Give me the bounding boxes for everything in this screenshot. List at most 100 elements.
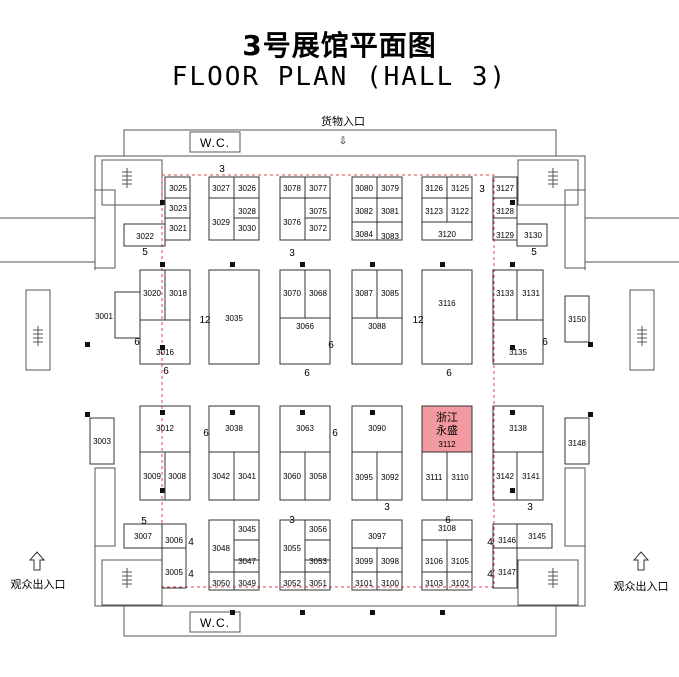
booth-3138[interactable]: 3138 (509, 424, 527, 433)
booth-3022[interactable]: 3022 (136, 232, 154, 241)
booth-3098[interactable]: 3098 (381, 557, 399, 566)
booth-3053[interactable]: 3053 (309, 557, 327, 566)
booth-3072[interactable]: 3072 (309, 224, 327, 233)
booth-3045[interactable]: 3045 (238, 525, 256, 534)
aisle-label: 6 (542, 337, 548, 348)
booth-3084[interactable]: 3084 (355, 230, 373, 239)
booth-3080[interactable]: 3080 (355, 184, 373, 193)
booth-3023[interactable]: 3023 (169, 204, 187, 213)
booth-3027[interactable]: 3027 (212, 184, 230, 193)
booth-3148[interactable]: 3148 (568, 439, 586, 448)
booth-3041[interactable]: 3041 (238, 472, 256, 481)
booth-3087[interactable]: 3087 (355, 289, 373, 298)
booth-3049[interactable]: 3049 (238, 579, 256, 588)
booth-3081[interactable]: 3081 (381, 207, 399, 216)
booth-3016[interactable]: 3016 (156, 348, 174, 357)
booth-3130[interactable]: 3130 (524, 231, 542, 240)
aisle-label: 4 (188, 537, 194, 548)
booth-3042[interactable]: 3042 (212, 472, 230, 481)
booth-3145[interactable]: 3145 (528, 532, 546, 541)
booth-3082[interactable]: 3082 (355, 207, 373, 216)
booth-3052[interactable]: 3052 (283, 579, 301, 588)
booth-3051[interactable]: 3051 (309, 579, 327, 588)
booth-3030[interactable]: 3030 (238, 224, 256, 233)
booth-3095[interactable]: 3095 (355, 473, 373, 482)
booth-3025[interactable]: 3025 (169, 184, 187, 193)
booth-3050[interactable]: 3050 (212, 579, 230, 588)
booth-3142[interactable]: 3142 (496, 472, 514, 481)
booth-3058[interactable]: 3058 (309, 472, 327, 481)
booth-3029[interactable]: 3029 (212, 218, 230, 227)
wc-bottom-label: W.C. (200, 616, 230, 630)
booth-3026[interactable]: 3026 (238, 184, 256, 193)
booth-3035[interactable]: 3035 (225, 314, 243, 323)
booth-3102[interactable]: 3102 (451, 579, 469, 588)
booth-3127[interactable]: 3127 (496, 184, 514, 193)
booth-3125[interactable]: 3125 (451, 184, 469, 193)
booth-3005[interactable]: 3005 (165, 568, 183, 577)
booth-3090[interactable]: 3090 (368, 424, 386, 433)
booth-3028[interactable]: 3028 (238, 207, 256, 216)
page-title-cn: 3号展馆平面图 (242, 29, 437, 62)
booth-3135[interactable]: 3135 (509, 348, 527, 357)
booth-3108[interactable]: 3108 (438, 524, 456, 533)
booth-3055[interactable]: 3055 (283, 544, 301, 553)
booth-3078[interactable]: 3078 (283, 184, 301, 193)
booth-3077[interactable]: 3077 (309, 184, 327, 193)
booth-3147[interactable]: 3147 (498, 568, 516, 577)
booth-3103[interactable]: 3103 (425, 579, 443, 588)
booth-3063[interactable]: 3063 (296, 424, 314, 433)
booth-3123[interactable]: 3123 (425, 207, 443, 216)
booth-3150[interactable]: 3150 (568, 315, 586, 324)
booth-3129[interactable]: 3129 (496, 231, 514, 240)
booth-3131[interactable]: 3131 (522, 289, 540, 298)
aisle-label: 3 (289, 515, 295, 526)
booth-3056[interactable]: 3056 (309, 525, 327, 534)
booth-3122[interactable]: 3122 (451, 207, 469, 216)
booth-3075[interactable]: 3075 (309, 207, 327, 216)
booth-3068[interactable]: 3068 (309, 289, 327, 298)
booth-3018[interactable]: 3018 (169, 289, 187, 298)
building-walls (0, 129, 679, 637)
booth-3021[interactable]: 3021 (169, 224, 187, 233)
booth-3100[interactable]: 3100 (381, 579, 399, 588)
booth-3038[interactable]: 3038 (225, 424, 243, 433)
booth-3106[interactable]: 3106 (425, 557, 443, 566)
booth-3088[interactable]: 3088 (368, 322, 386, 331)
booth-3012[interactable]: 3012 (156, 424, 174, 433)
booth-3146[interactable]: 3146 (498, 536, 516, 545)
booth-3133[interactable]: 3133 (496, 289, 514, 298)
highlight-booth-number: 3112 (438, 440, 456, 449)
booth-3070[interactable]: 3070 (283, 289, 301, 298)
booth-3105[interactable]: 3105 (451, 557, 469, 566)
booth-3003[interactable]: 3003 (93, 437, 111, 446)
booth-outlines (89, 176, 590, 591)
aisle-label: 4 (487, 537, 493, 548)
booth-3085[interactable]: 3085 (381, 289, 399, 298)
booth-3141[interactable]: 3141 (522, 472, 540, 481)
booth-3083[interactable]: 3083 (381, 232, 399, 241)
booth-3128[interactable]: 3128 (496, 207, 514, 216)
booth-3007[interactable]: 3007 (134, 532, 152, 541)
booth-3101[interactable]: 3101 (355, 579, 373, 588)
booth-3006[interactable]: 3006 (165, 536, 183, 545)
booth-3110[interactable]: 3110 (451, 473, 469, 482)
booth-3099[interactable]: 3099 (355, 557, 373, 566)
booth-3076[interactable]: 3076 (283, 218, 301, 227)
booth-3048[interactable]: 3048 (212, 544, 230, 553)
booth-3060[interactable]: 3060 (283, 472, 301, 481)
booth-3120[interactable]: 3120 (438, 230, 456, 239)
booth-3020[interactable]: 3020 (143, 289, 161, 298)
booth-3047[interactable]: 3047 (238, 557, 256, 566)
booth-3066[interactable]: 3066 (296, 322, 314, 331)
booth-3116[interactable]: 3116 (438, 299, 456, 308)
booth-3111[interactable]: 3111 (426, 473, 443, 482)
booth-3097[interactable]: 3097 (368, 532, 386, 541)
booth-3112-highlight[interactable] (421, 405, 473, 453)
booth-3079[interactable]: 3079 (381, 184, 399, 193)
booth-3008[interactable]: 3008 (168, 472, 186, 481)
booth-3009[interactable]: 3009 (143, 472, 161, 481)
booth-3126[interactable]: 3126 (425, 184, 443, 193)
booth-3001[interactable]: 3001 (95, 312, 113, 321)
booth-3092[interactable]: 3092 (381, 473, 399, 482)
